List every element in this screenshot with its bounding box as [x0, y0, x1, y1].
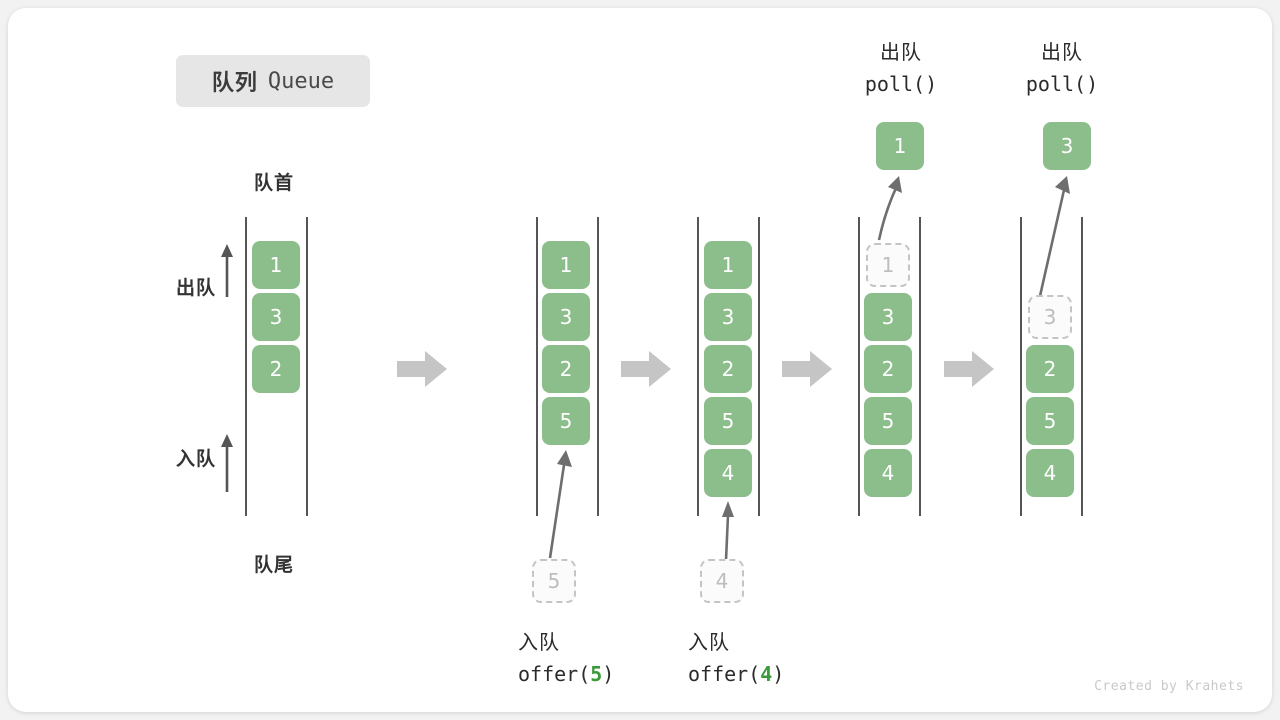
queue-cell: 4 [864, 449, 912, 497]
dequeue-arrow-icon-1 [863, 174, 913, 249]
code-number: 5 [590, 662, 603, 686]
dequeue-arrow-icon-3 [1026, 174, 1086, 304]
queue-cell: 1 [704, 241, 752, 289]
queue-cell: 4 [704, 449, 752, 497]
queue-cell: 2 [704, 345, 752, 393]
code-number: 4 [760, 662, 773, 686]
queue-cell: 3 [704, 293, 752, 341]
queue-cell: 2 [1026, 345, 1074, 393]
step-arrow-icon-1 [397, 349, 449, 394]
enqueue-caption-code-5: offer(5) [488, 659, 668, 690]
step-arrow-icon-2 [621, 349, 673, 394]
queue-cell: 4 [1026, 449, 1074, 497]
queue-cell: 5 [864, 397, 912, 445]
dequeue-caption-1: 出队 poll() [811, 38, 991, 100]
queue-rail-left-1 [245, 217, 247, 516]
queue-rail-right-1 [306, 217, 308, 516]
title-cn: 队列 [211, 70, 258, 95]
queue-cell: 2 [864, 345, 912, 393]
dequeue-caption-cn-1: 出队 [880, 42, 922, 64]
queue-cell: 5 [704, 397, 752, 445]
queue-rail-left-5 [1020, 217, 1022, 516]
queue-rail-right-3 [758, 217, 760, 516]
queue-cell: 3 [252, 293, 300, 341]
dequeue-direction-arrow-icon [220, 243, 234, 303]
dequeued-cell-3: 3 [1043, 122, 1091, 170]
queue-cell: 1 [542, 241, 590, 289]
queue-rail-right-4 [919, 217, 921, 516]
title-badge: 队列 Queue [176, 55, 370, 107]
queue-rail-left-4 [858, 217, 860, 516]
code-suffix: ) [602, 662, 615, 686]
enqueue-arrow-icon-4 [708, 497, 748, 567]
queue-cell: 3 [864, 293, 912, 341]
enqueue-caption-5: 入队 offer(5) [488, 628, 668, 690]
queue-head-label: 队首 [253, 173, 294, 194]
dequeue-ghost-cell-1: 1 [866, 243, 910, 287]
enqueue-caption-cn-4: 入队 [688, 632, 730, 654]
queue-tail-label: 队尾 [253, 555, 294, 576]
dequeue-caption-code-3: poll() [1025, 72, 1099, 96]
dequeued-cell-1: 1 [876, 122, 924, 170]
queue-cell: 3 [542, 293, 590, 341]
enqueue-direction-label: 入队 [175, 449, 216, 470]
diagram-card: 队列 Queue 队首 队尾 出队 入队 1 3 2 1 3 2 5 [8, 8, 1272, 712]
queue-cell: 2 [542, 345, 590, 393]
step-arrow-icon-4 [944, 349, 996, 394]
step-arrow-icon-3 [782, 349, 834, 394]
queue-rail-right-2 [597, 217, 599, 516]
enqueue-caption-cn-5: 入队 [518, 632, 560, 654]
dequeue-caption-cn-3: 出队 [1041, 42, 1083, 64]
queue-rail-left-2 [536, 217, 538, 516]
dequeue-caption-3: 出队 poll() [972, 38, 1152, 100]
enqueue-arrow-icon-5 [528, 445, 588, 565]
code-suffix: ) [772, 662, 785, 686]
queue-cell: 5 [542, 397, 590, 445]
title-en: Queue [267, 68, 335, 94]
watermark: Created by Krahets [1094, 679, 1244, 694]
enqueue-ghost-cell-4: 4 [700, 559, 744, 603]
code-prefix: offer( [688, 662, 761, 686]
queue-cell: 5 [1026, 397, 1074, 445]
queue-rail-right-5 [1081, 217, 1083, 516]
queue-cell: 2 [252, 345, 300, 393]
code-prefix: offer( [518, 662, 591, 686]
enqueue-ghost-cell-5: 5 [532, 559, 576, 603]
dequeue-ghost-cell-3: 3 [1028, 295, 1072, 339]
enqueue-caption-code-4: offer(4) [658, 659, 838, 690]
enqueue-caption-4: 入队 offer(4) [658, 628, 838, 690]
queue-cell: 1 [252, 241, 300, 289]
dequeue-caption-code-1: poll() [864, 72, 938, 96]
queue-rail-left-3 [697, 217, 699, 516]
dequeue-direction-label: 出队 [175, 278, 216, 299]
enqueue-direction-arrow-icon [220, 433, 234, 498]
